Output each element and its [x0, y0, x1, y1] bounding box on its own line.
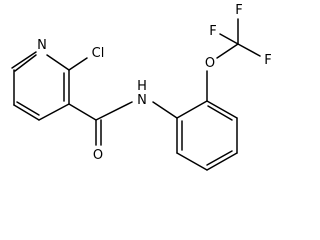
benzene-ring [176, 100, 238, 171]
bond-c2-cl [68, 57, 88, 71]
bond-n-c6-double [11, 51, 37, 69]
atom-cl: Cl [92, 46, 105, 61]
bond-b4-b5 [206, 152, 238, 171]
bond-o-cf3 [216, 43, 239, 59]
bond-b4-b5-double [206, 150, 233, 166]
bond-carbonyl-n [95, 101, 133, 121]
bond-c5-c4-double [16, 101, 40, 116]
bond-c2-n [46, 54, 70, 71]
bond-c3-carbonyl [68, 103, 97, 121]
bond-c5-c4 [13, 104, 40, 121]
atom-o-carbonyl: O [93, 148, 103, 163]
structure-canvas: N Cl N H O O F F F [11, 3, 272, 171]
bond-b1-b2 [176, 100, 208, 119]
atom-nh-n: N [137, 93, 147, 108]
atom-o-ether: O [205, 56, 215, 71]
atom-f-left: F [209, 24, 216, 39]
atom-n-ring: N [37, 38, 47, 53]
bond-b2-b3-double [207, 105, 233, 121]
bond-b5-b6 [176, 152, 208, 171]
bond-c-f-right [237, 43, 261, 57]
atom-nh-h: H [137, 79, 147, 94]
trifluoromethoxy-group [206, 18, 261, 102]
bond-c-f-left [219, 33, 239, 45]
atom-f-right: F [264, 53, 271, 68]
atom-f-top: F [235, 3, 242, 18]
pyridine-ring [11, 51, 70, 121]
bond-b2-b3 [206, 100, 238, 119]
amide-group [68, 101, 178, 146]
bond-n-aryl [152, 101, 178, 119]
bond-c4-c3 [38, 103, 70, 121]
bond-n-c6 [14, 54, 37, 72]
molecule-diagram: N Cl N H O O F F F [11, 3, 272, 171]
